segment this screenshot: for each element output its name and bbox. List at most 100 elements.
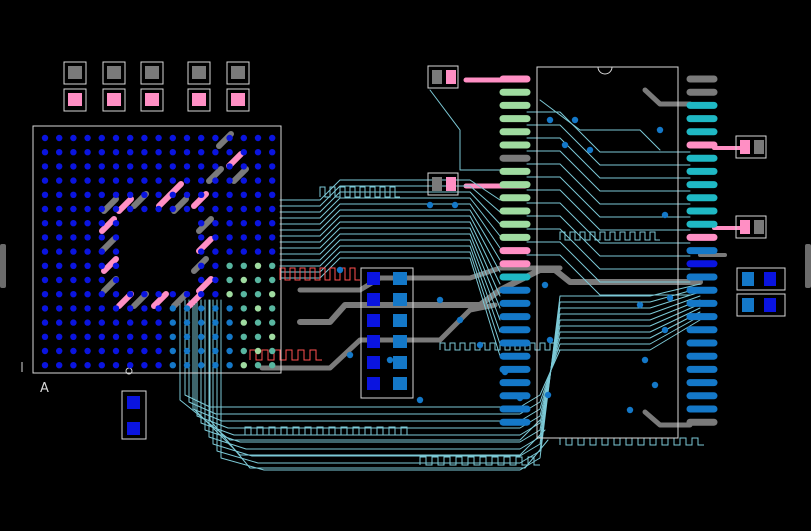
c2-pad[interactable] <box>446 177 456 191</box>
cap-top-pad[interactable] <box>68 66 82 79</box>
c3-pad[interactable] <box>754 140 764 154</box>
bga-ball <box>198 234 205 241</box>
trace-layer <box>179 77 747 471</box>
cap-top-outline <box>102 61 126 85</box>
bga-ball <box>254 220 262 227</box>
signal-trace <box>526 215 691 257</box>
c5-pad[interactable] <box>742 272 754 286</box>
cap-bottom-pad[interactable] <box>192 93 206 106</box>
bga-ball <box>112 319 120 326</box>
resistor-pad-right[interactable] <box>393 272 407 285</box>
c4-pad[interactable] <box>754 220 764 234</box>
bga-ball <box>198 149 205 156</box>
right-scroll-handle[interactable] <box>805 244 811 288</box>
resistor-pad-left[interactable] <box>367 314 380 327</box>
bga-ball <box>56 362 63 369</box>
c4-pad[interactable] <box>740 220 750 234</box>
resistor-pad-left[interactable] <box>367 272 380 285</box>
resistor-pad-right[interactable] <box>393 377 407 390</box>
signal-trace <box>279 251 501 345</box>
cap-bottom-pad[interactable] <box>68 93 82 106</box>
cap-bottom-outline <box>102 88 126 112</box>
bga-ball <box>198 305 205 312</box>
bga-ball <box>127 177 134 184</box>
cap-top-pad[interactable] <box>192 66 206 79</box>
bga-ball <box>127 205 134 213</box>
signal-via <box>416 396 424 404</box>
bga-ball <box>56 234 63 241</box>
c-small-pad[interactable] <box>127 396 140 409</box>
resistor-pad-left[interactable] <box>367 293 380 306</box>
cap-top-pad[interactable] <box>231 66 245 79</box>
bga-ball <box>226 319 233 326</box>
signal-via <box>336 266 344 274</box>
bga-ball <box>84 319 91 326</box>
bga-ball <box>183 191 191 198</box>
bga-ball <box>240 205 247 213</box>
bga-ball <box>127 191 134 198</box>
bga-ball <box>254 333 262 340</box>
bga-ball <box>41 362 49 369</box>
cap-top-pad[interactable] <box>107 66 121 79</box>
bga-ball <box>269 149 276 156</box>
bga-ball <box>212 177 219 184</box>
bga-ball <box>98 163 106 170</box>
c5-pad[interactable] <box>764 272 776 286</box>
left-scroll-handle[interactable] <box>0 244 6 288</box>
bga-ball <box>269 305 276 312</box>
bga-ball <box>98 220 106 227</box>
bga-ball <box>141 177 148 184</box>
bga-ball <box>240 305 247 312</box>
bga-ball <box>127 163 134 170</box>
bga-ball <box>269 220 276 227</box>
cap-bottom-pad[interactable] <box>107 93 121 106</box>
cap-bottom-pad[interactable] <box>145 93 159 106</box>
bga-ball <box>127 305 134 312</box>
resistor-pad-left[interactable] <box>367 356 380 369</box>
c6-pad[interactable] <box>742 298 754 312</box>
signal-via <box>666 294 674 302</box>
bga-ball <box>212 134 219 142</box>
bga-ball <box>98 333 106 340</box>
resistor-pad-right[interactable] <box>393 293 407 306</box>
resistor-pad-left[interactable] <box>367 377 380 390</box>
bga-ball <box>70 205 77 213</box>
bga-ball <box>141 319 148 326</box>
cap-top-pad[interactable] <box>145 66 159 79</box>
bga-ball <box>56 220 63 227</box>
bga-ball <box>254 362 262 369</box>
c1-pad[interactable] <box>432 70 442 84</box>
c6-pad[interactable] <box>764 298 776 312</box>
resistor-pad-left[interactable] <box>367 335 380 348</box>
bga-ball <box>112 205 120 213</box>
resistor-array-outline <box>360 267 414 399</box>
resistor-pad-right[interactable] <box>393 314 407 327</box>
signal-via <box>636 301 644 309</box>
pad-layer[interactable] <box>68 66 776 435</box>
bga-fanout-pad <box>206 166 224 184</box>
bga-ball <box>41 134 49 142</box>
resistor-pad-right[interactable] <box>393 335 407 348</box>
bga-ball <box>41 291 49 298</box>
bga-ball <box>41 319 49 326</box>
c-small-pad[interactable] <box>127 422 140 435</box>
signal-trace <box>279 209 501 261</box>
signal-via <box>476 341 484 349</box>
bga-ball <box>112 262 120 269</box>
bga-ball <box>98 248 106 255</box>
cap-bottom-pad[interactable] <box>231 93 245 106</box>
bga-ball <box>183 291 191 298</box>
c2-pad[interactable] <box>432 177 442 191</box>
bga-ball <box>84 234 91 241</box>
bga-ball <box>155 205 162 213</box>
bga-ball <box>254 177 262 184</box>
bga-ball <box>198 319 205 326</box>
resistor-pad-right[interactable] <box>393 356 407 369</box>
c1-pad[interactable] <box>446 70 456 84</box>
bga-ball <box>198 134 205 142</box>
c3-pad[interactable] <box>740 140 750 154</box>
signal-via <box>641 356 649 364</box>
serpentine-trace <box>319 186 400 198</box>
